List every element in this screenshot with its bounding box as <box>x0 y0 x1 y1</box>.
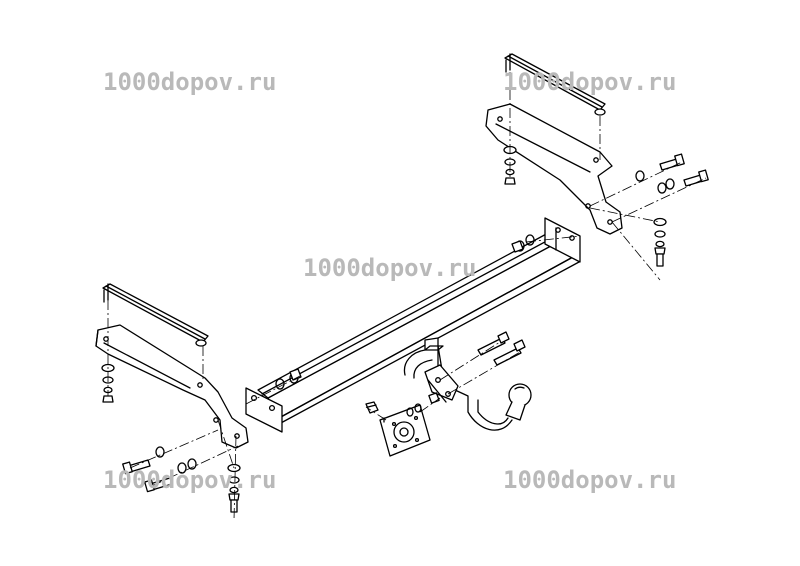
left-bracket-fasteners-top <box>101 363 115 403</box>
left-strap <box>102 283 209 347</box>
right-bracket <box>485 103 623 235</box>
right-bracket-fasteners-bottom <box>653 217 667 267</box>
hitch-neck <box>403 337 513 431</box>
socket-nut <box>365 401 379 414</box>
small-washer-group <box>406 392 440 417</box>
assembly-axis-lines <box>107 72 707 521</box>
tow-ball <box>505 383 532 421</box>
hitch-bolt-lower <box>493 339 526 366</box>
socket-plate <box>379 404 431 457</box>
right-strap <box>504 53 606 116</box>
right-end-washers <box>511 234 535 253</box>
left-side-bolts <box>122 446 197 493</box>
hitch-bolt-upper <box>477 331 510 356</box>
left-bracket <box>95 324 249 449</box>
crossbar <box>245 217 581 433</box>
right-side-bolts <box>635 153 709 194</box>
